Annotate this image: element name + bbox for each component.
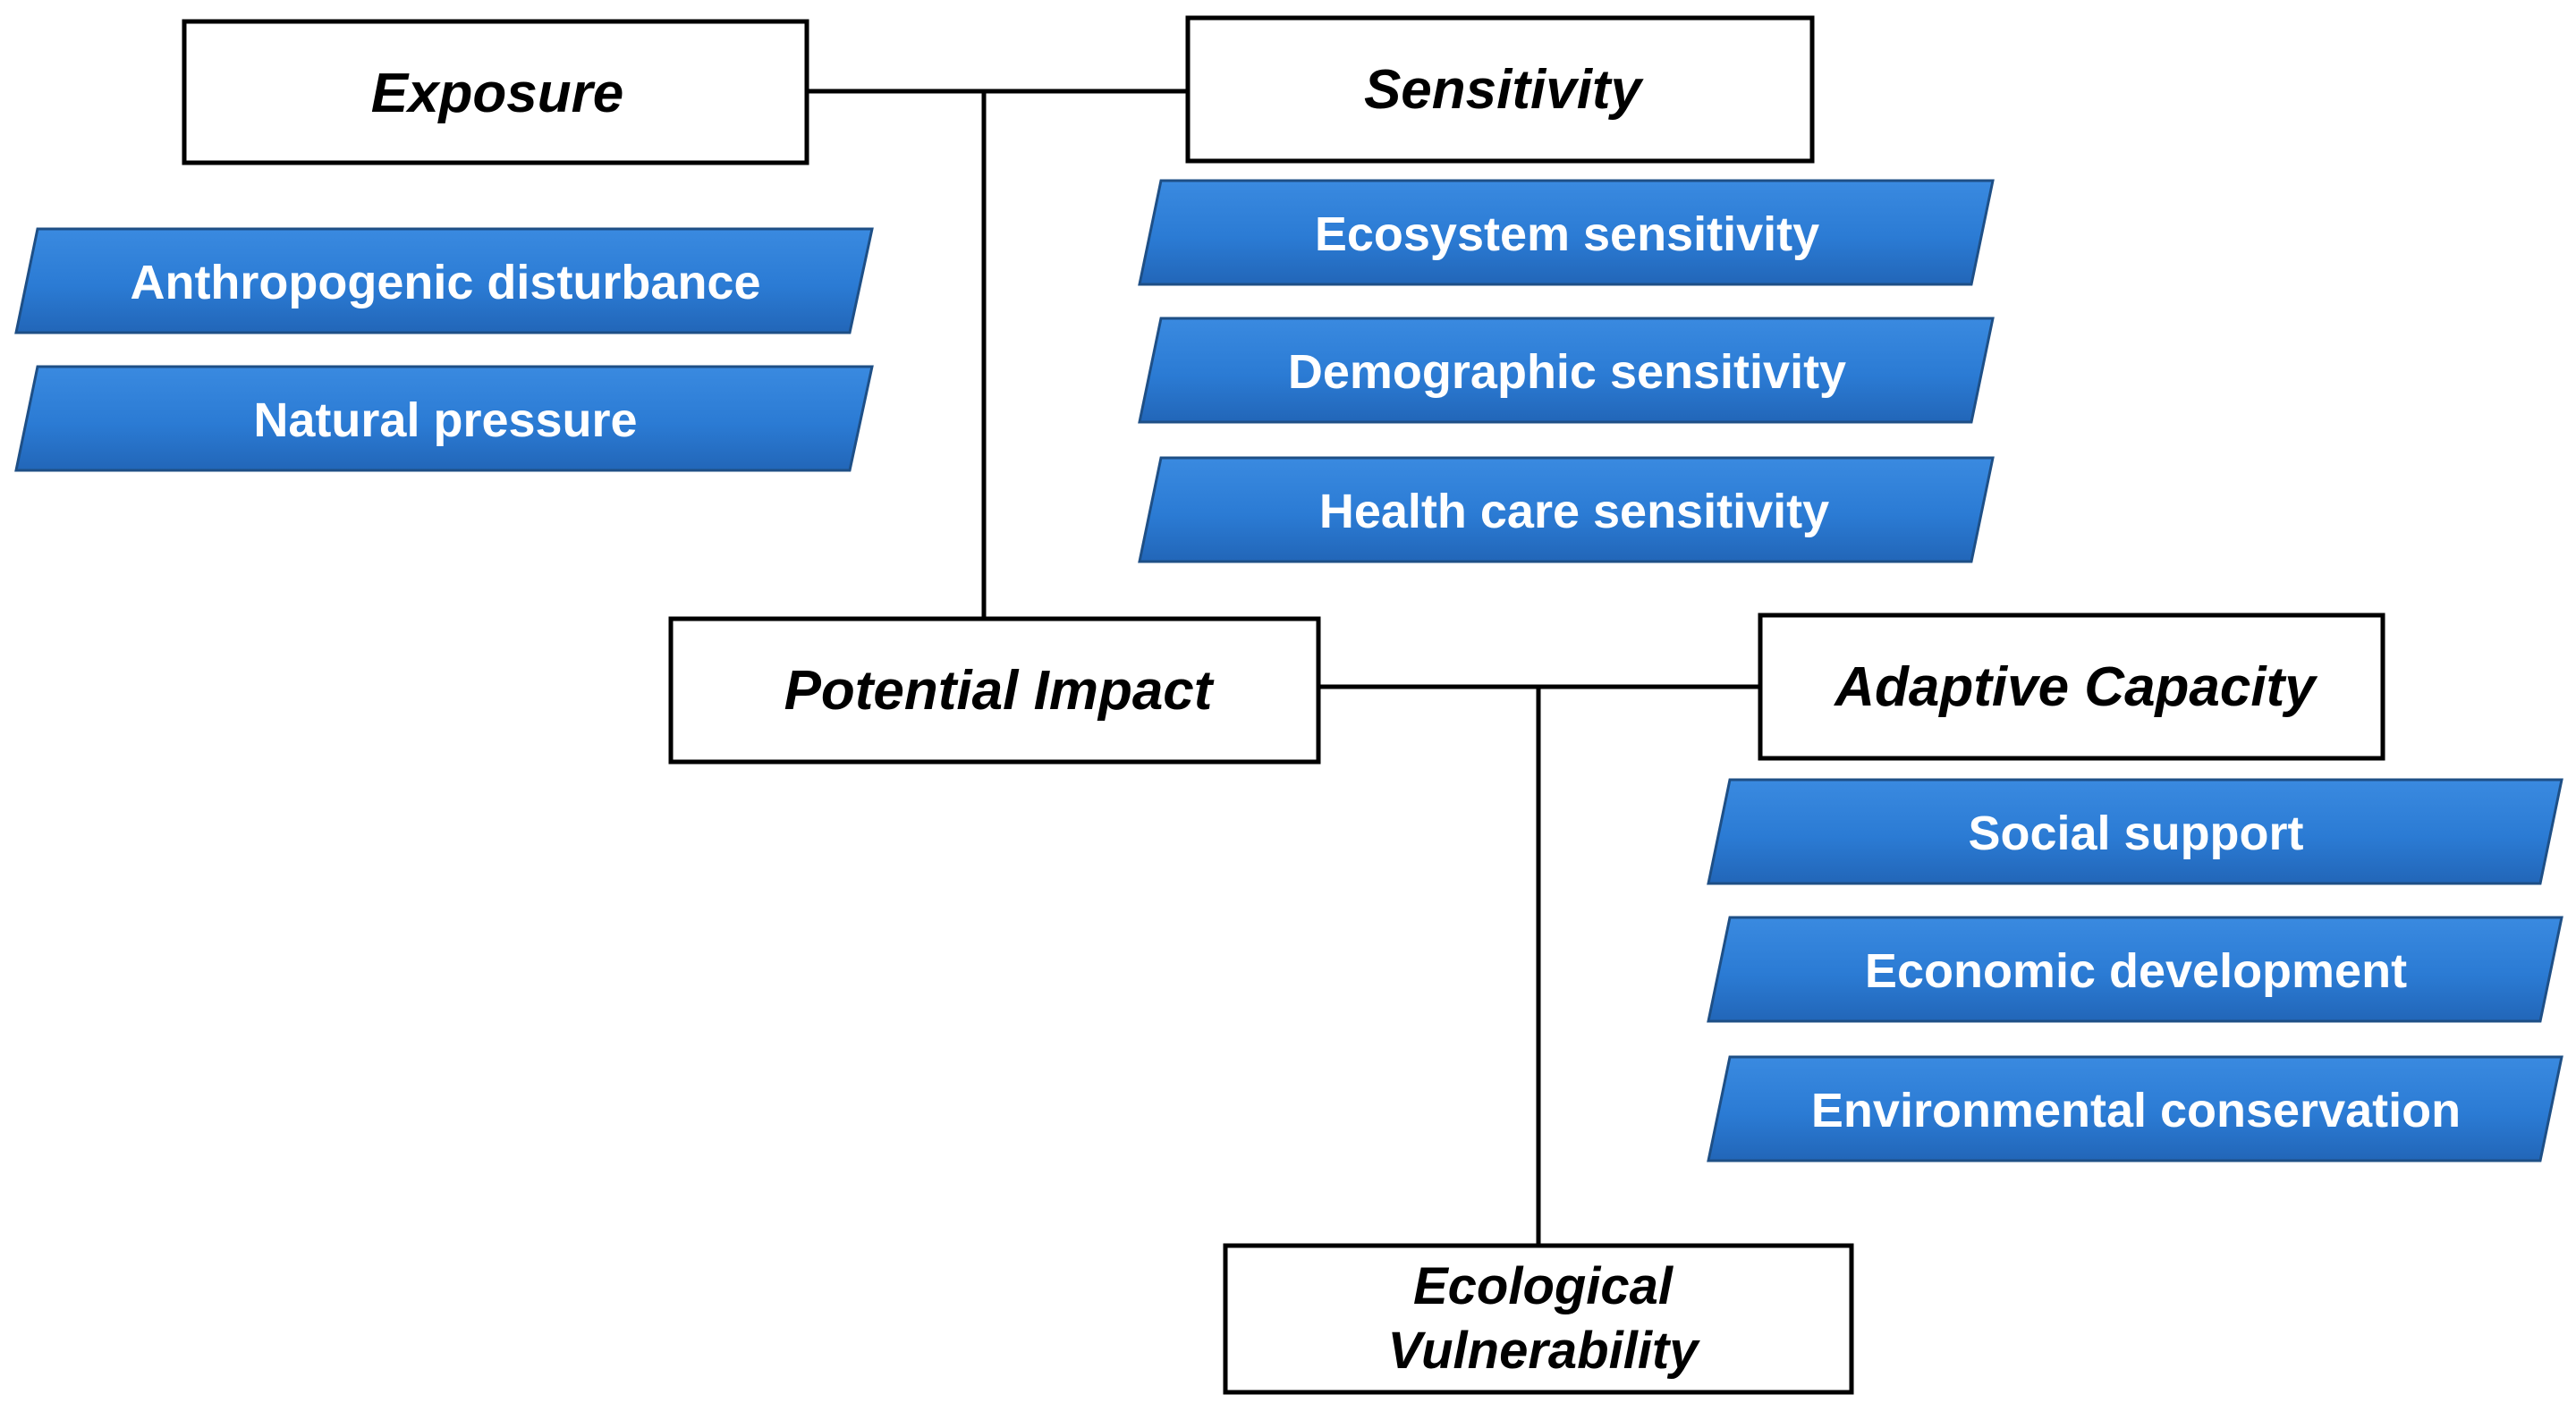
connectors: [807, 89, 1760, 1246]
indicator-label: Ecosystem sensitivity: [1315, 207, 1819, 261]
exposure-indicators: Anthropogenic disturbance Natural pressu…: [14, 227, 874, 472]
indicator-bar: Health care sensitivity: [1138, 456, 1995, 563]
indicator-label: Anthropogenic disturbance: [130, 256, 760, 309]
indicator-bar: Ecosystem sensitivity: [1138, 179, 1995, 286]
indicator-label: Demographic sensitivity: [1288, 345, 1846, 399]
indicator-label: Natural pressure: [253, 393, 637, 447]
ecological-vulnerability-label-line1: Ecological: [1413, 1257, 1674, 1315]
indicator-label: Environmental conservation: [1811, 1084, 2461, 1137]
sensitivity-indicators: Ecosystem sensitivity Demographic sensit…: [1138, 179, 1995, 563]
adaptive-capacity-indicators: Social support Economic development Envi…: [1707, 778, 2563, 1162]
exposure-box: Exposure: [182, 19, 809, 165]
ecological-vulnerability-box: Ecological Vulnerability: [1223, 1243, 1854, 1395]
potential-impact-label: Potential Impact: [784, 660, 1215, 722]
ecological-vulnerability-label-line2: Vulnerability: [1387, 1322, 1700, 1380]
indicator-bar: Economic development: [1707, 916, 2563, 1023]
indicator-label: Economic development: [1865, 944, 2407, 998]
potential-impact-box: Potential Impact: [668, 616, 1321, 765]
sensitivity-box: Sensitivity: [1185, 15, 1815, 164]
adaptive-capacity-box: Adaptive Capacity: [1758, 613, 2385, 761]
indicator-bar: Social support: [1707, 778, 2563, 885]
adaptive-capacity-label: Adaptive Capacity: [1833, 656, 2318, 718]
sensitivity-label: Sensitivity: [1364, 59, 1645, 121]
indicator-bar: Anthropogenic disturbance: [14, 227, 874, 334]
indicator-label: Health care sensitivity: [1319, 485, 1829, 538]
indicator-label: Social support: [1968, 807, 2303, 860]
indicator-bar: Environmental conservation: [1707, 1055, 2563, 1162]
exposure-label: Exposure: [371, 63, 624, 124]
indicator-bar: Natural pressure: [14, 365, 874, 472]
indicator-bar: Demographic sensitivity: [1138, 317, 1995, 424]
